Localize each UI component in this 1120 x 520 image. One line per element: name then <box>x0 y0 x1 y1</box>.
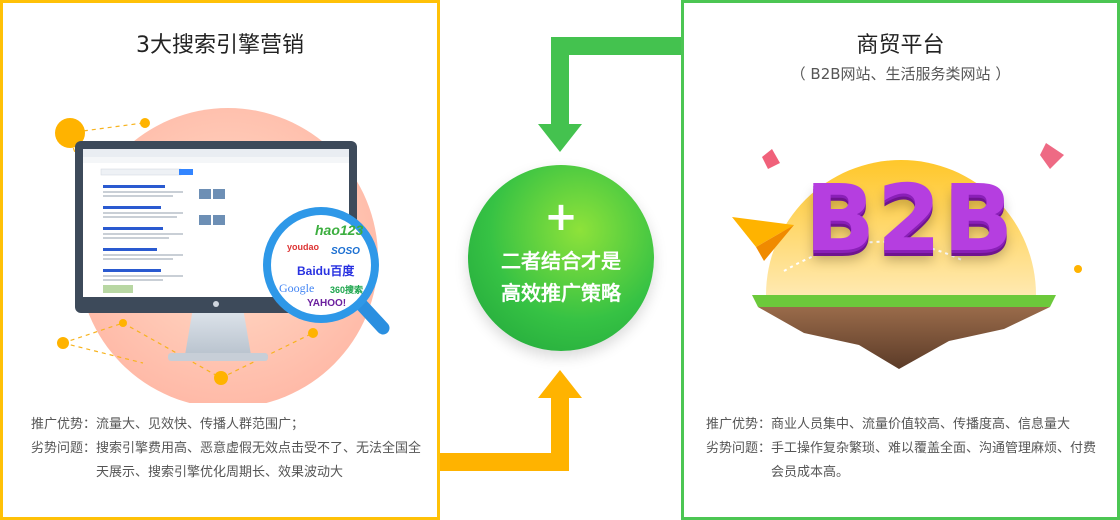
logo-baidu: Baidu百度 <box>297 264 355 278</box>
b2b-badge: B2B <box>804 165 1016 272</box>
combined-strategy-circle: + 二者结合才是 高效推广策略 <box>468 165 654 351</box>
gold-arrow-head <box>538 370 582 398</box>
right-pros-cons: 推广优势： 商业人员集中、流量价值较高、传播度高、信息量大 劣势问题： 手工操作… <box>706 413 1103 485</box>
monitor-stand <box>185 308 251 355</box>
monitor-base <box>168 353 268 361</box>
center-line-2: 高效推广策略 <box>501 281 621 305</box>
left-cons-row: 劣势问题： 搜索引擎费用高、恶意虚假无效点击受不了、无法全国全天展示、搜索引擎优… <box>31 437 423 485</box>
left-cons-text: 搜索引擎费用高、恶意虚假无效点击受不了、无法全国全天展示、搜索引擎优化周期长、效… <box>96 441 422 480</box>
plus-sign: + <box>544 194 578 240</box>
b2b-platform-panel: 商贸平台 （ B2B网站、生活服务类网站 ） B2B 推广 <box>681 0 1120 520</box>
logo-yahoo: YAHOO! <box>307 298 347 309</box>
green-arrow-path <box>551 37 681 126</box>
green-arrow-head <box>538 124 582 152</box>
logo-soso: SOSO <box>331 246 360 257</box>
search-engine-panel: 3大搜索引擎营销 <box>0 0 440 520</box>
monitor-illustration <box>55 108 390 403</box>
right-panel-subtitle: （ B2B网站、生活服务类网站 ） <box>790 65 1011 83</box>
left-panel-title: 3大搜索引擎营销 <box>136 33 304 58</box>
logo-hao123: hao123 <box>315 222 364 238</box>
logo-youdao: youdao <box>287 242 320 252</box>
search-results-mock <box>83 149 349 293</box>
left-pros-cons: 推广优势： 流量大、见效快、传播人群范围广； 劣势问题： 搜索引擎费用高、恶意虚… <box>31 413 423 485</box>
diamond-icon <box>1040 143 1064 169</box>
island-grass <box>752 295 1056 307</box>
background-sun <box>766 160 1036 295</box>
magnifier <box>263 207 390 335</box>
left-cons-label: 劣势问题： <box>31 441 97 456</box>
paper-plane-icon <box>732 217 794 247</box>
island-rock <box>758 307 1050 369</box>
logo-google: Google <box>279 281 315 295</box>
right-panel-title: 商贸平台 <box>856 33 945 58</box>
decor-dots <box>55 118 318 385</box>
b2b-illustration <box>732 143 1082 369</box>
search-engine-logos: hao123 youdao SOSO Baidu百度 Google 360搜索 … <box>273 218 369 314</box>
right-pros-text: 商业人员集中、流量价值较高、传播度高、信息量大 <box>771 417 1071 432</box>
right-cons-row: 劣势问题： 手工操作复杂繁琐、难以覆盖全面、沟通管理麻烦、付费会员成本高。 <box>706 437 1103 485</box>
left-pros-label: 推广优势： <box>31 417 97 432</box>
left-pros-text: 流量大、见效快、传播人群范围广； <box>96 417 305 432</box>
right-cons-text: 手工操作复杂繁琐、难以覆盖全面、沟通管理麻烦、付费会员成本高。 <box>771 441 1097 480</box>
logo-360: 360搜索 <box>330 285 364 295</box>
left-pros-row: 推广优势： 流量大、见效快、传播人群范围广； <box>31 413 423 437</box>
diamond-icon <box>762 149 780 169</box>
right-pros-label: 推广优势： <box>706 417 772 432</box>
center-line-1: 二者结合才是 <box>501 249 621 273</box>
right-pros-row: 推广优势： 商业人员集中、流量价值较高、传播度高、信息量大 <box>706 413 1103 437</box>
right-cons-label: 劣势问题： <box>706 441 772 456</box>
gold-arrow-path <box>440 396 569 471</box>
